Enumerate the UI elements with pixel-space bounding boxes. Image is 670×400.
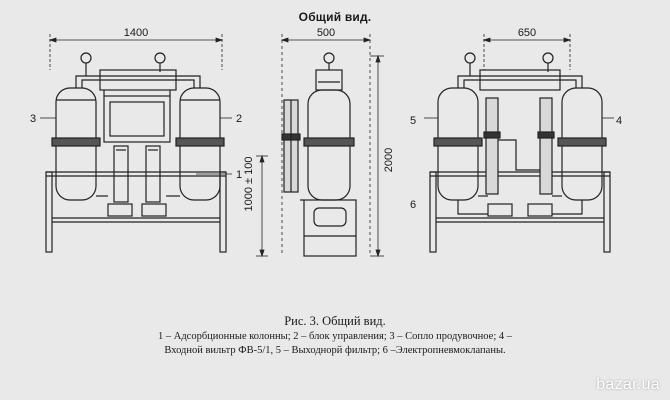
side-column xyxy=(303,52,355,201)
front-left-column xyxy=(51,87,101,201)
callout-6: 6 xyxy=(410,199,416,211)
dim-width-front xyxy=(48,34,224,70)
front-control-block xyxy=(103,90,171,143)
dim-label-width-front: 1400 xyxy=(124,27,148,39)
back-frame xyxy=(429,171,611,253)
dim-width-side xyxy=(280,34,372,256)
dim-height-total xyxy=(370,54,384,258)
dim-label-height-frame: 1000 ± 100 xyxy=(243,157,255,212)
front-lower-valves xyxy=(96,145,180,217)
callout-2: 2 xyxy=(236,113,242,125)
front-right-column xyxy=(175,87,225,201)
back-valves xyxy=(457,195,583,217)
back-left-column xyxy=(433,87,483,201)
technical-drawing: 1400 500 650 2000 1000 ± 100 3 2 1 5 4 6 xyxy=(30,27,622,258)
callout-5: 5 xyxy=(410,115,416,127)
watermark: bazar.ua xyxy=(596,376,660,393)
front-frame xyxy=(45,171,227,253)
callout-3: 3 xyxy=(30,113,36,125)
dim-height-frame xyxy=(256,154,268,258)
dim-width-back xyxy=(482,34,572,70)
callout-4: 4 xyxy=(616,115,622,127)
callout-1: 1 xyxy=(236,169,242,181)
side-frame xyxy=(300,199,357,257)
side-view xyxy=(256,34,384,258)
dim-label-width-side: 500 xyxy=(317,27,335,39)
caption-line-1: 1 – Адсорбционные колонны; 2 – блок упра… xyxy=(157,331,513,342)
side-filter xyxy=(281,99,301,193)
drawing-title: Общий вид. xyxy=(298,10,372,24)
caption-title: Рис. 3. Общий вид. xyxy=(284,314,386,328)
back-top-pipes xyxy=(457,52,583,91)
front-view xyxy=(40,34,232,253)
back-filters xyxy=(483,97,555,195)
dim-label-height-total: 2000 xyxy=(383,148,395,172)
back-view xyxy=(424,34,614,253)
back-right-column xyxy=(557,87,607,201)
front-top-pipes xyxy=(75,52,201,91)
caption-line-2: Входной вильтр ФВ-5/1, 5 – Выходнорй фил… xyxy=(164,345,506,356)
dim-label-width-back: 650 xyxy=(518,27,536,39)
